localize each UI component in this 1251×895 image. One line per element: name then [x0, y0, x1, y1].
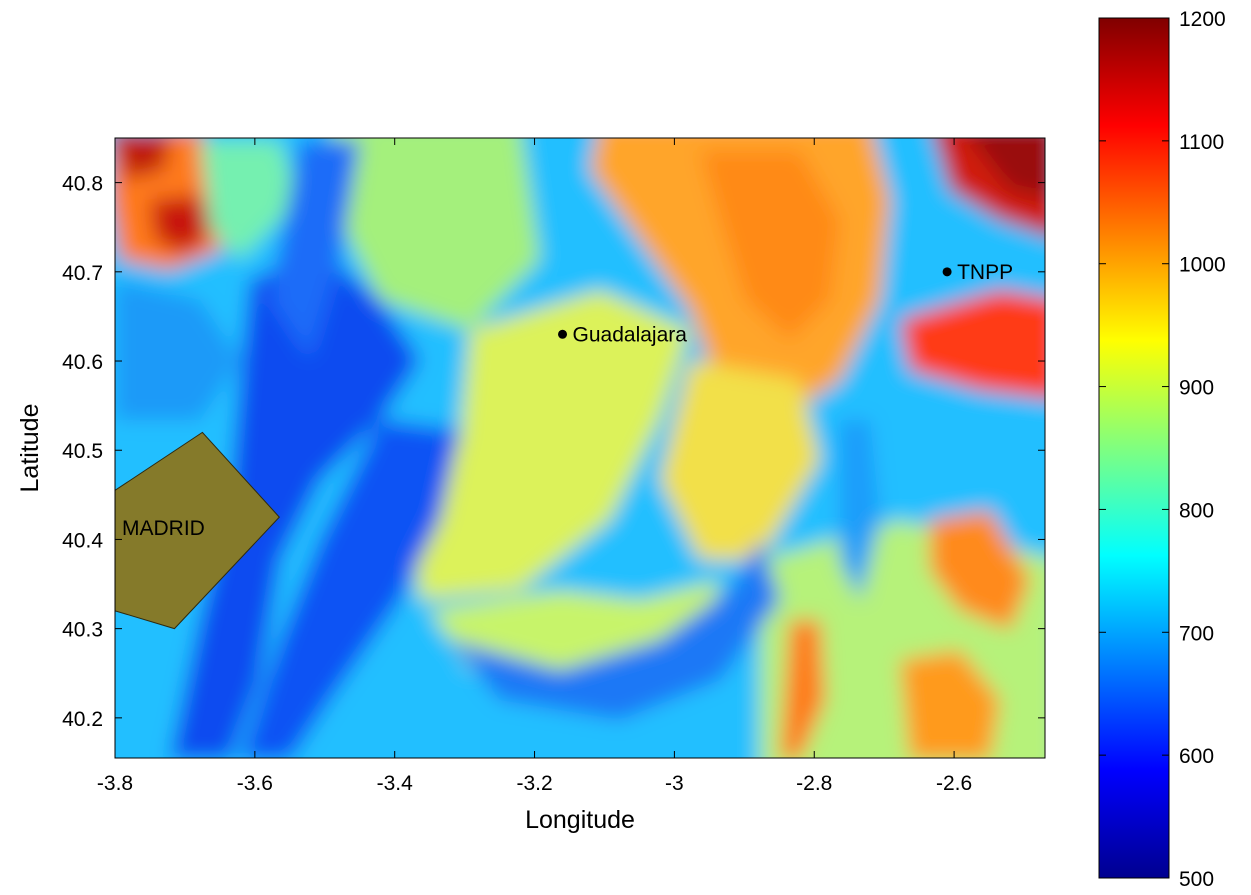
place-label-guadalajara: Guadalajara [573, 323, 688, 346]
madrid-region-label: MADRID [122, 517, 205, 540]
x-tick-label: -3 [665, 772, 684, 795]
y-tick-label: 40.3 [62, 619, 103, 642]
x-tick-label: -3.2 [516, 772, 552, 795]
colorbar-tick-label: 500 [1179, 868, 1214, 891]
x-tick-label: -3.4 [377, 772, 414, 795]
y-tick-label: 40.2 [62, 708, 103, 731]
y-tick-label: 40.6 [62, 351, 103, 374]
colorbar-gradient [1098, 17, 1170, 879]
colorbar-tick-label: 700 [1179, 622, 1214, 645]
place-marker-guadalajara [558, 329, 568, 339]
place-guadalajara: Guadalajara [558, 323, 687, 346]
elevation-raster [115, 138, 1045, 758]
madrid-region [115, 431, 281, 630]
x-axis: -3.8 -3.6 -3.4 -3.2 -3 -2.8 -2.6 Longitude [97, 138, 972, 834]
y-axis-title: Latitude [16, 404, 44, 493]
colorbar: 500 600 700 800 900 1000 1100 1200 [1098, 8, 1226, 891]
x-axis-ticks: -3.8 -3.6 -3.4 -3.2 -3 -2.8 -2.6 [97, 138, 972, 795]
y-tick-label: 40.4 [62, 529, 103, 552]
y-axis: 40.2 40.3 40.4 40.5 40.6 40.7 40.8 Latitude [16, 173, 1045, 731]
y-tick-label: 40.8 [62, 173, 103, 196]
y-tick-label: 40.7 [62, 262, 103, 285]
x-tick-label: -3.6 [237, 772, 273, 795]
map-plot-area: MADRID Guadalajara TNPP [114, 137, 1046, 759]
colorbar-tick-label: 800 [1179, 499, 1214, 522]
x-tick-label: -3.8 [97, 772, 133, 795]
y-tick-label: 40.5 [62, 440, 103, 463]
colorbar-ticks: 500 600 700 800 900 1000 1100 1200 [1099, 8, 1226, 891]
colorbar-tick-label: 1100 [1179, 131, 1224, 154]
y-axis-ticks: 40.2 40.3 40.4 40.5 40.6 40.7 40.8 [62, 173, 1045, 731]
x-axis-title: Longitude [525, 806, 635, 834]
place-tnpp: TNPP [942, 261, 1013, 284]
colorbar-tick-label: 900 [1179, 377, 1214, 400]
x-tick-label: -2.6 [936, 772, 972, 795]
colorbar-tick-label: 1000 [1179, 254, 1226, 277]
place-marker-tnpp [942, 267, 952, 277]
plot-frame [114, 137, 1046, 759]
place-label-tnpp: TNPP [957, 261, 1013, 284]
x-tick-label: -2.8 [796, 772, 832, 795]
colorbar-tick-label: 1200 [1179, 8, 1226, 31]
colorbar-tick-label: 600 [1179, 745, 1214, 768]
